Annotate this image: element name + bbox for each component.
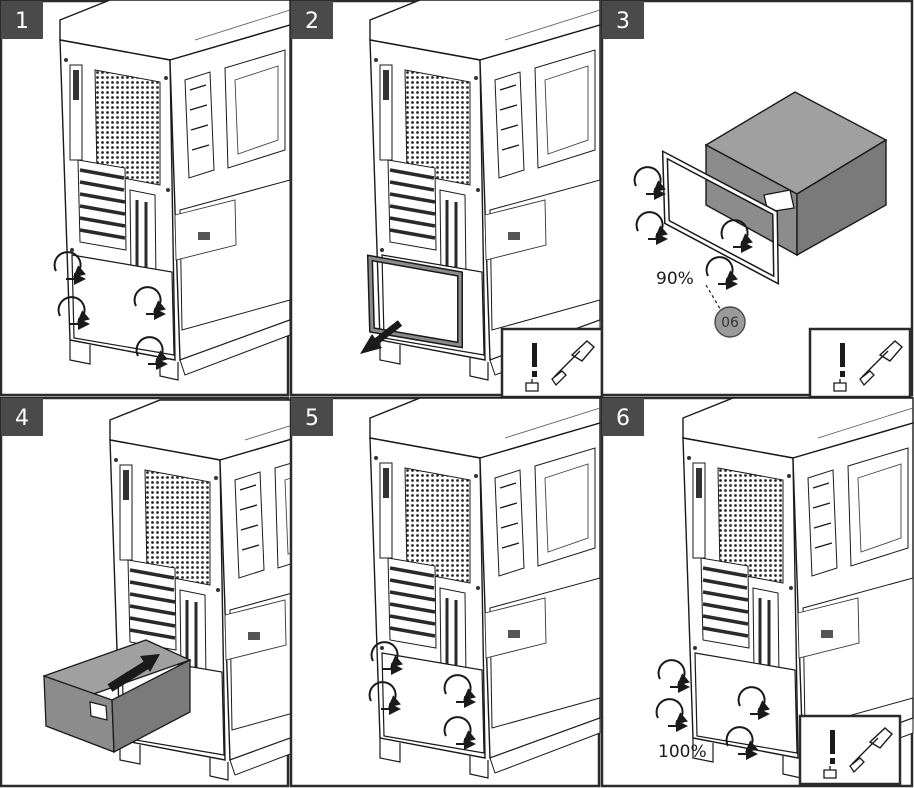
screwdriver-icon bbox=[502, 329, 602, 397]
rotation-label: 100% bbox=[658, 742, 707, 762]
step-panel-6: 100% 6 bbox=[602, 398, 913, 786]
step-number: 6 bbox=[616, 406, 630, 431]
rotation-label: 90% bbox=[656, 269, 694, 289]
step-panel-1: 1 bbox=[1, 0, 290, 395]
step-panel-4: 4 bbox=[1, 398, 340, 786]
step-panel-2: 2 bbox=[291, 0, 602, 397]
screwdriver-icon bbox=[800, 716, 900, 784]
screwdriver-icon bbox=[810, 329, 910, 397]
step-panel-3: 90% 06 3 bbox=[602, 1, 912, 397]
step-number: 5 bbox=[305, 406, 319, 431]
step-number: 2 bbox=[305, 9, 319, 34]
step-panel-5: 5 bbox=[291, 398, 600, 786]
step-number: 1 bbox=[15, 9, 29, 34]
step-number: 3 bbox=[616, 9, 630, 34]
part-number: 06 bbox=[721, 315, 739, 331]
step-number: 4 bbox=[15, 406, 29, 431]
